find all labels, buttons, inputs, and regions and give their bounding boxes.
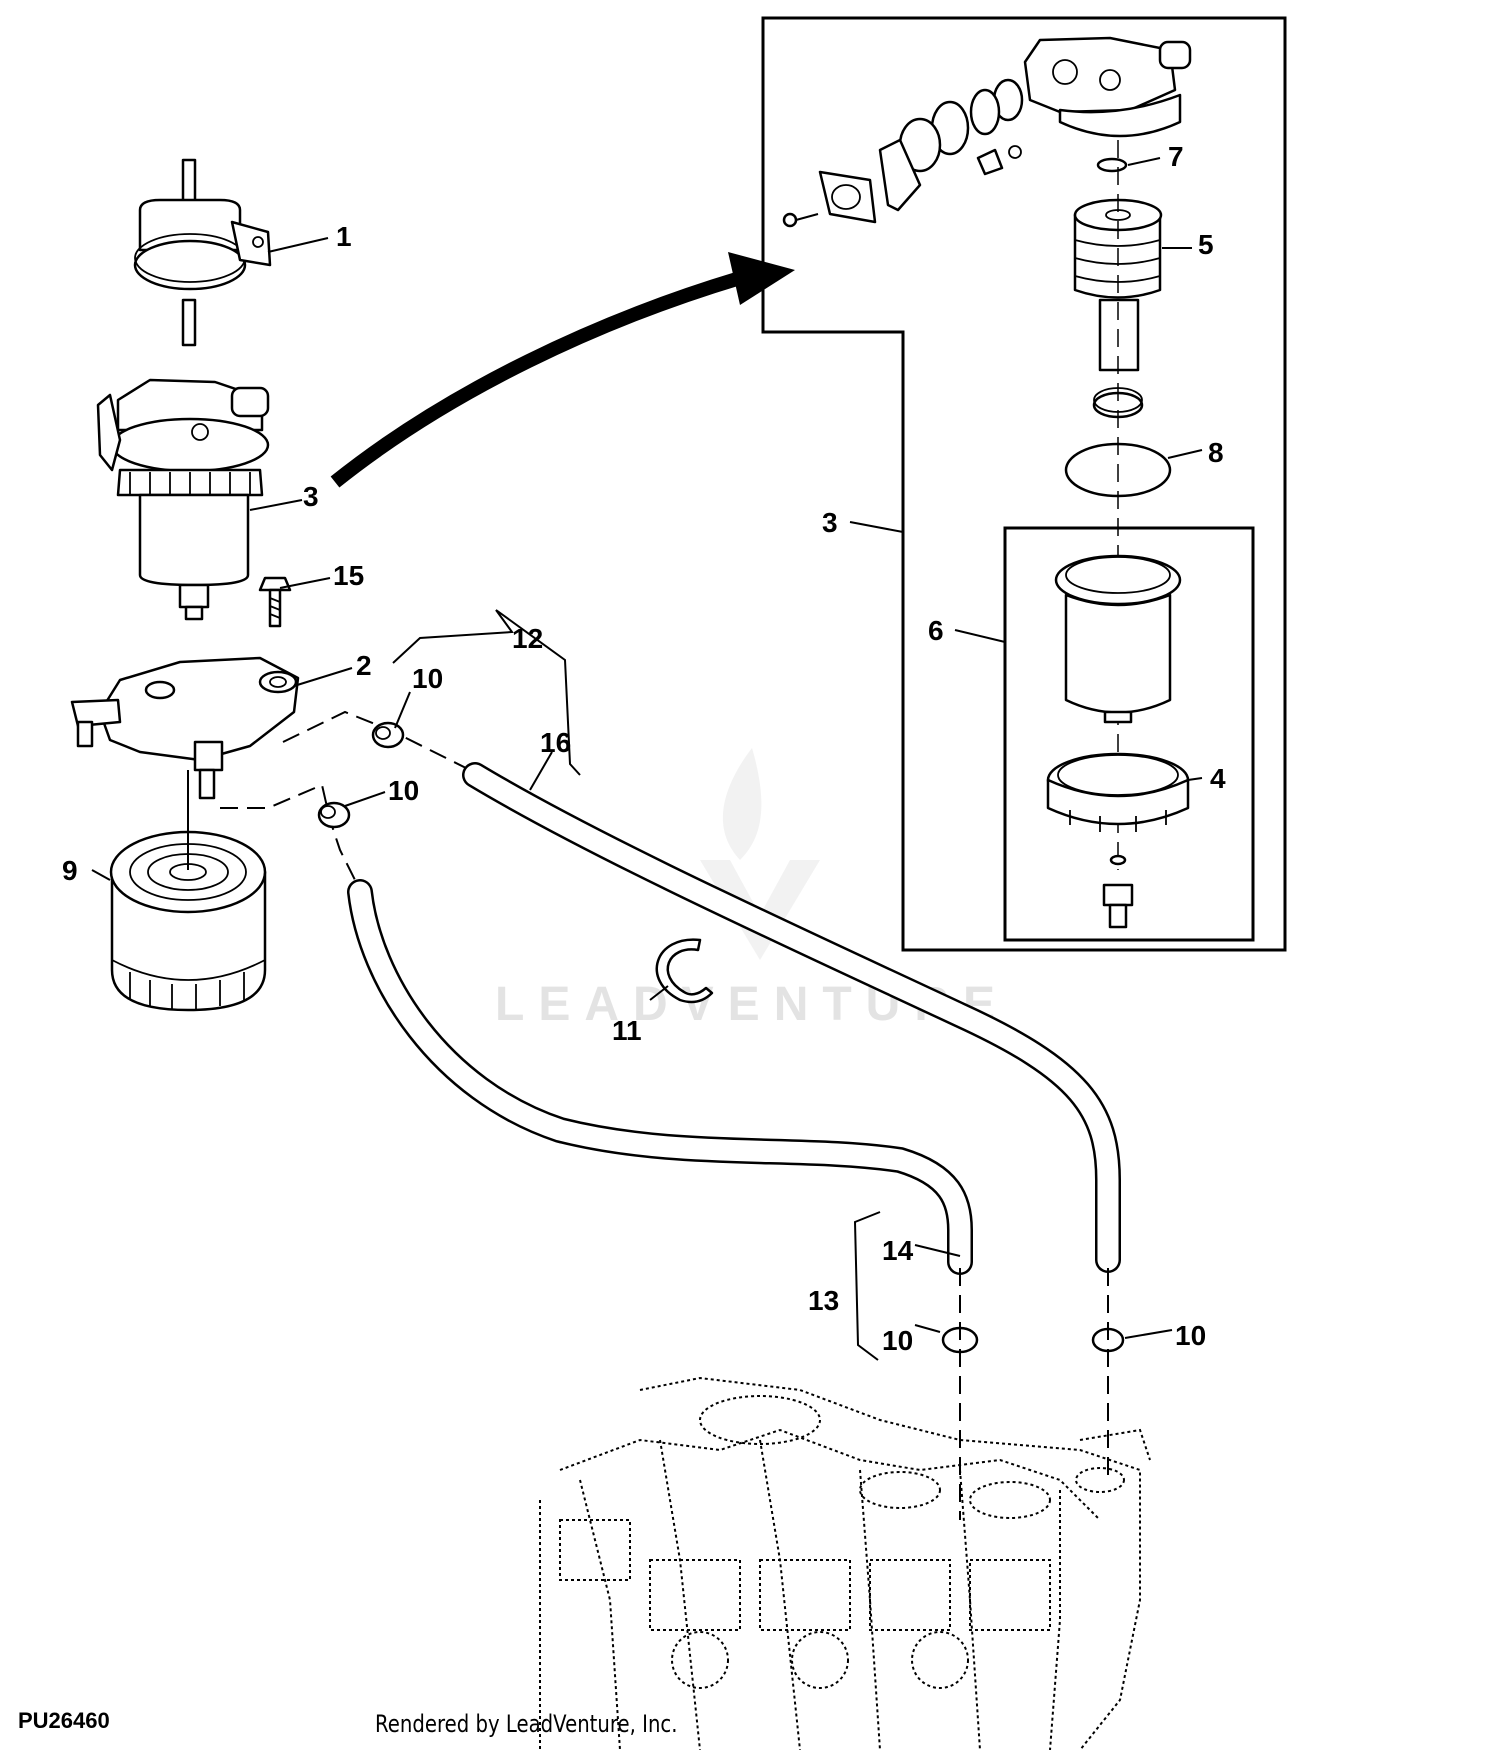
fuel-line-dash-a xyxy=(220,783,361,891)
part-3-filter-head-assembly xyxy=(96,378,270,621)
expand-arrow xyxy=(330,252,795,488)
callout-2: 2 xyxy=(356,650,372,681)
callout-8: 8 xyxy=(1208,437,1224,468)
detail-filter-head xyxy=(1023,36,1192,138)
callout-13: 13 xyxy=(808,1285,839,1316)
part-10-clamp-upper-a xyxy=(371,721,405,749)
callout-5: 5 xyxy=(1198,229,1214,260)
render-credit: Rendered by LeadVenture, Inc. xyxy=(375,1710,678,1738)
figure-id: PU26460 xyxy=(18,1708,110,1733)
detail-bowl xyxy=(1054,554,1182,724)
callout-14: 14 xyxy=(882,1235,914,1266)
callout-6: 6 xyxy=(928,615,944,646)
detail-head-small-parts xyxy=(782,78,1024,228)
callout-9: 9 xyxy=(62,855,78,886)
callout-3-detail: 3 xyxy=(822,507,838,538)
fuel-line-dash-b xyxy=(282,710,471,771)
callout-7: 7 xyxy=(1168,141,1184,172)
callout-12: 12 xyxy=(512,623,543,654)
leader-lines xyxy=(91,157,1203,1361)
part-11-hose-clip xyxy=(655,938,714,1004)
part-1-inline-filter xyxy=(133,158,272,347)
engine-phantom-outline xyxy=(539,1376,1151,1750)
callout-10-upper-a: 10 xyxy=(412,663,443,694)
part-10-clamp-upper-b xyxy=(317,801,351,829)
callout-1: 1 xyxy=(336,221,352,252)
callout-15: 15 xyxy=(333,560,364,591)
callout-3-main: 3 xyxy=(303,481,319,512)
part-7-o-ring xyxy=(1096,157,1128,173)
callout-4: 4 xyxy=(1210,763,1226,794)
part-2-filter-base xyxy=(70,656,300,800)
part-16-hose xyxy=(462,762,1121,1273)
part-15-bolt xyxy=(258,576,292,628)
callout-11: 11 xyxy=(612,1015,642,1046)
bowl-assembly-box xyxy=(1003,526,1255,942)
callout-10-lower-a: 10 xyxy=(882,1325,913,1356)
detail-drain-plug xyxy=(1102,854,1134,929)
callout-10-upper-b: 10 xyxy=(388,775,419,806)
callout-16: 16 xyxy=(540,727,571,758)
part-14-hose xyxy=(347,879,973,1275)
detail-box-outline xyxy=(761,16,1287,952)
callout-10-lower-b: 10 xyxy=(1175,1320,1206,1351)
watermark-logo xyxy=(700,748,820,960)
part-4-ring-nut xyxy=(1046,752,1190,832)
